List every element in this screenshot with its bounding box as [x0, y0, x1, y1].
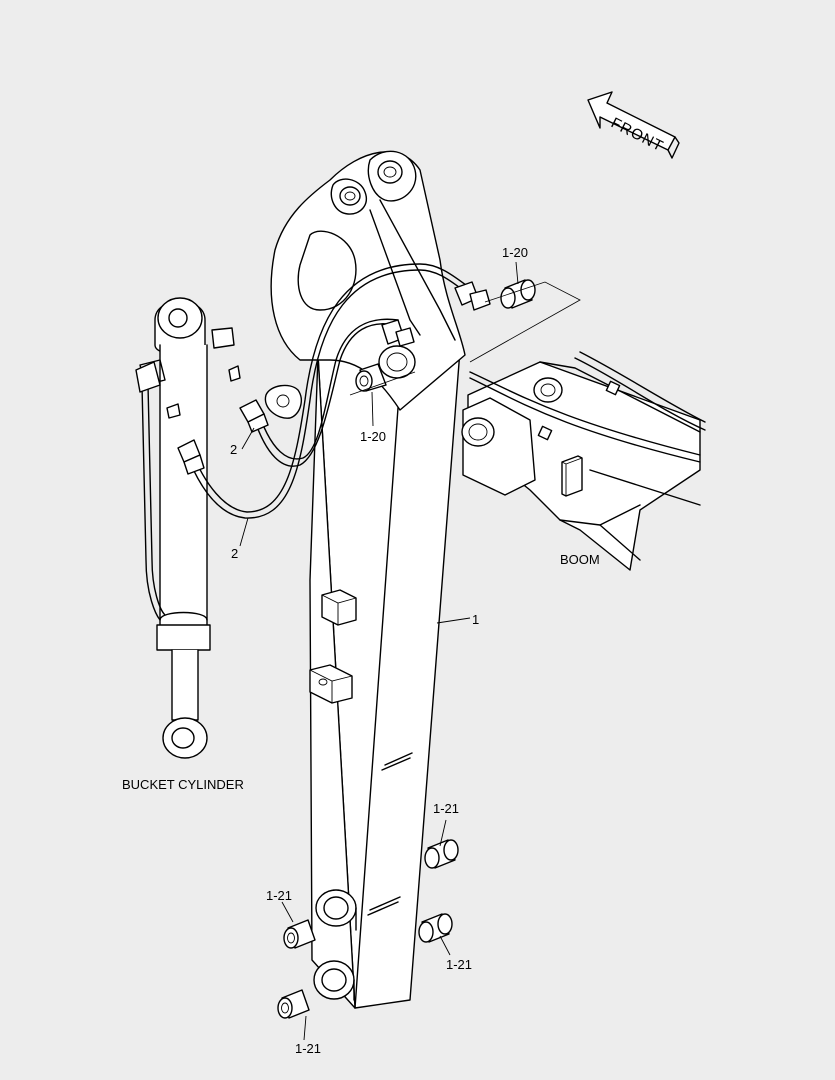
- label-bucket-cylinder: BUCKET CYLINDER: [122, 777, 244, 792]
- boom: [461, 351, 706, 571]
- label-part-2-upper: 2: [230, 442, 237, 457]
- label-part-1-20-top: 1-20: [502, 245, 528, 260]
- bushing-1-20-top: [500, 279, 536, 309]
- label-part-1-21-right-lower: 1-21: [446, 957, 472, 972]
- label-part-1-21-right-upper: 1-21: [433, 801, 459, 816]
- label-part-1-21-left-upper: 1-21: [266, 888, 292, 903]
- leader-lines: [239, 261, 519, 1041]
- label-part-1-20-mid: 1-20: [360, 429, 386, 444]
- label-part-2-lower: 2: [231, 546, 238, 561]
- label-part-1-21-left-lower: 1-21: [295, 1041, 321, 1056]
- front-arrow-icon: FRONT: [587, 91, 680, 159]
- bushing-1-21-right-lower: [418, 913, 453, 943]
- hoses: [166, 263, 491, 519]
- bushing-1-21-left-upper: [283, 919, 316, 949]
- label-boom: BOOM: [560, 552, 600, 567]
- label-part-1: 1: [472, 612, 479, 627]
- bucket-cylinder: [135, 297, 235, 759]
- arm-body: [270, 150, 466, 1009]
- bushing-1-21-right-upper: [424, 839, 459, 869]
- bushing-1-21-left-lower: [277, 989, 310, 1019]
